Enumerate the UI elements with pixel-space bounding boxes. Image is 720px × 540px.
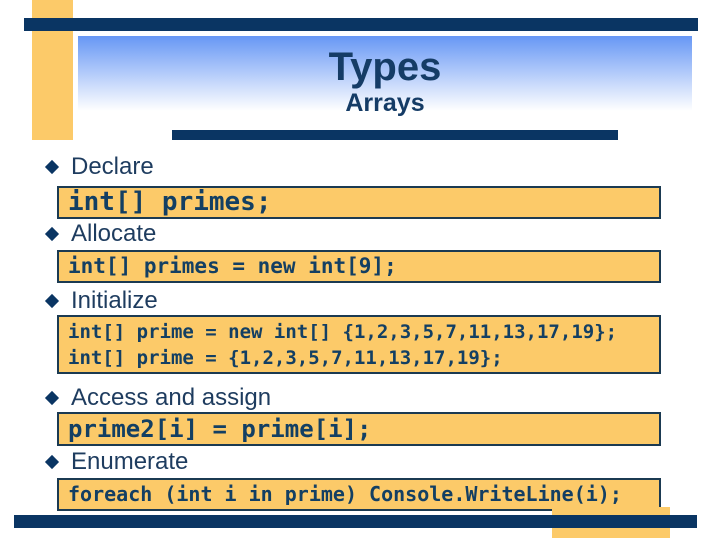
code-box-initialize: int[] prime = new int[] {1,2,3,5,7,11,13…: [57, 315, 661, 374]
title-underline-rule: [172, 130, 618, 140]
code-line: int[] prime = {1,2,3,5,7,11,13,17,19};: [68, 346, 503, 369]
section-heading-allocate: Allocate: [44, 220, 157, 247]
diamond-bullet-icon: [44, 293, 60, 309]
diamond-bullet-icon: [44, 390, 60, 406]
heading-label: Declare: [71, 153, 154, 180]
code-line: foreach (int i in prime) Console.WriteLi…: [68, 482, 622, 506]
slide-title: Types: [328, 45, 442, 89]
heading-label: Enumerate: [71, 448, 189, 475]
section-heading-declare: Declare: [44, 153, 154, 180]
heading-label: Initialize: [71, 287, 158, 314]
heading-label: Access and assign: [71, 384, 272, 411]
code-line: int[] primes;: [68, 187, 272, 217]
diamond-bullet-icon: [44, 454, 60, 470]
code-line: int[] primes = new int[9];: [68, 254, 397, 278]
diamond-bullet-icon: [44, 159, 60, 175]
bottom-navy-rule: [14, 515, 697, 528]
code-box-allocate: int[] primes = new int[9];: [57, 250, 661, 283]
code-line: int[] prime = new int[] {1,2,3,5,7,11,13…: [68, 320, 618, 343]
top-navy-rule: [24, 18, 698, 31]
code-box-access-and-assign: prime2[i] = prime[i];: [57, 412, 661, 446]
section-heading-initialize: Initialize: [44, 287, 158, 314]
heading-label: Allocate: [71, 220, 157, 247]
section-heading-access-and-assign: Access and assign: [44, 384, 272, 411]
diamond-bullet-icon: [44, 226, 60, 242]
slide-subtitle: Arrays: [345, 89, 425, 117]
section-heading-enumerate: Enumerate: [44, 448, 189, 475]
code-box-enumerate: foreach (int i in prime) Console.WriteLi…: [57, 478, 661, 511]
code-line: prime2[i] = prime[i];: [68, 414, 372, 443]
title-banner: Types Arrays: [78, 36, 692, 124]
code-box-declare: int[] primes;: [57, 186, 661, 219]
